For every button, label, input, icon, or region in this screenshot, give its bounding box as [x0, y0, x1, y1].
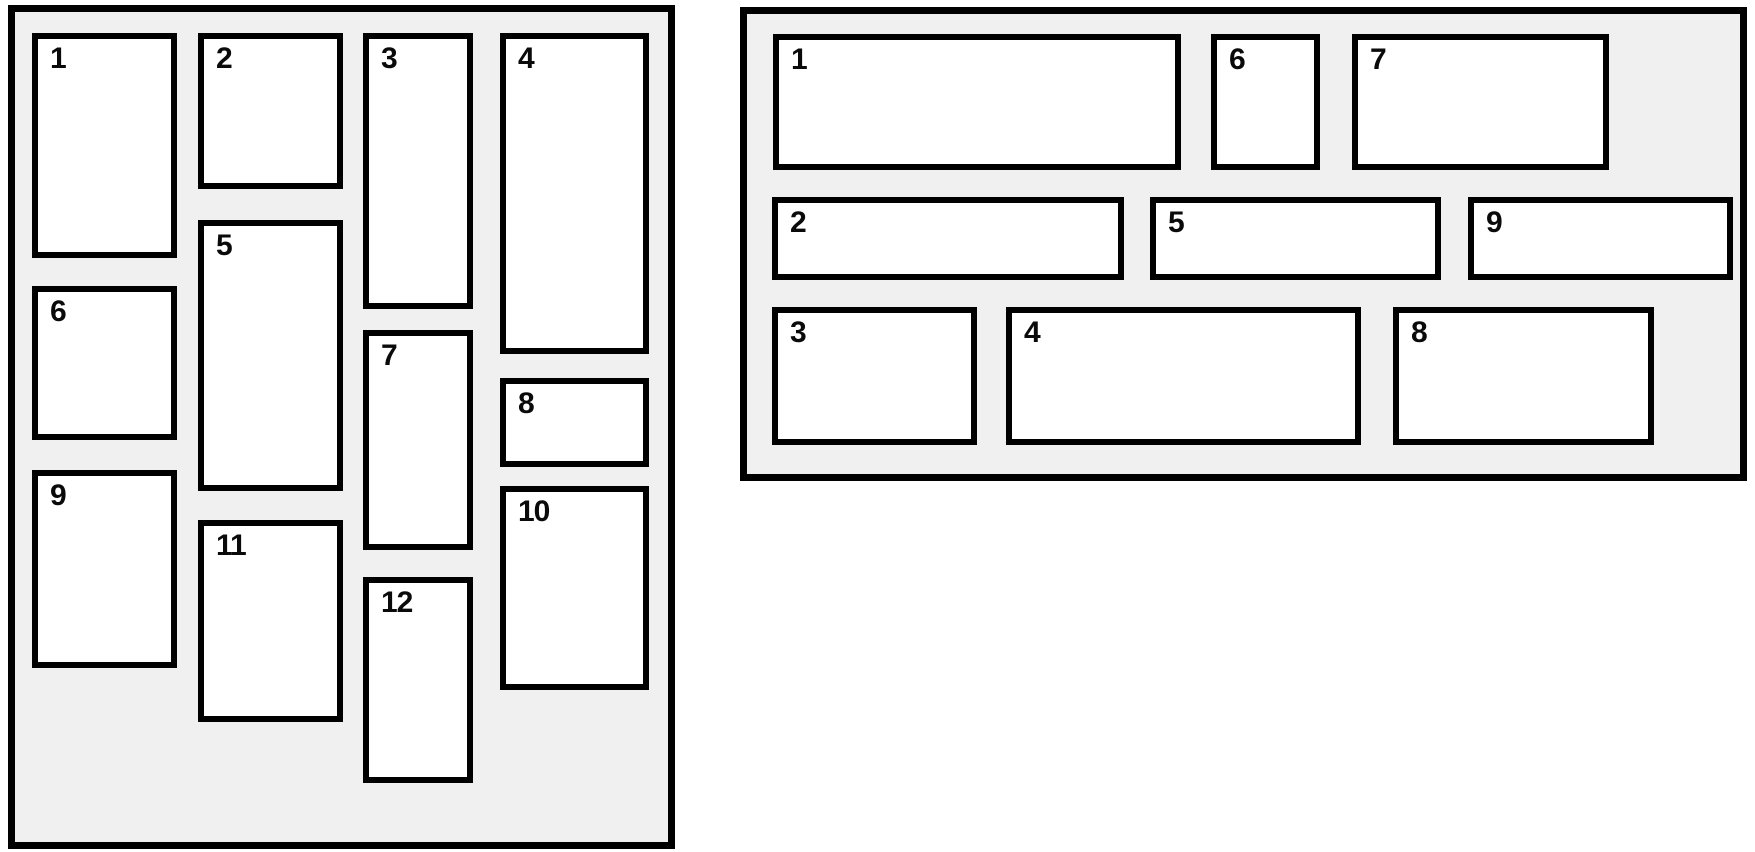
box-number-label: 9 [50, 479, 67, 512]
box-number-label: 11 [216, 529, 247, 562]
left-panel-box-7: 7 [363, 330, 473, 550]
left-panel-box-2: 2 [198, 33, 343, 189]
box-number-label: 4 [1024, 316, 1041, 349]
right-panel-box-2: 2 [772, 197, 1124, 280]
right-panel-box-5: 5 [1150, 197, 1441, 280]
right-panel-box-8: 8 [1393, 307, 1654, 445]
right-panel-box-3: 3 [772, 307, 977, 445]
left-panel-box-3: 3 [363, 33, 473, 309]
right-panel-box-4: 4 [1006, 307, 1361, 445]
box-number-label: 2 [790, 206, 807, 239]
box-number-label: 6 [1229, 43, 1246, 76]
box-number-label: 5 [216, 229, 233, 262]
left-panel-box-4: 4 [500, 33, 649, 354]
right-panel-box-7: 7 [1352, 34, 1609, 170]
box-number-label: 7 [1370, 43, 1387, 76]
box-number-label: 10 [518, 495, 550, 528]
box-number-label: 3 [381, 42, 398, 75]
right-panel-box-6: 6 [1211, 34, 1320, 170]
box-number-label: 2 [216, 42, 233, 75]
left-panel-box-6: 6 [32, 286, 177, 440]
box-number-label: 1 [791, 43, 808, 76]
box-number-label: 8 [1411, 316, 1428, 349]
left-panel-box-1: 1 [32, 33, 177, 258]
box-number-label: 3 [790, 316, 807, 349]
box-number-label: 9 [1486, 206, 1503, 239]
right-panel-box-9: 9 [1468, 197, 1733, 280]
left-panel-box-12: 12 [363, 577, 473, 783]
left-panel-box-10: 10 [500, 486, 649, 690]
box-number-label: 4 [518, 42, 535, 75]
box-number-label: 7 [381, 339, 398, 372]
left-panel-box-8: 8 [500, 378, 649, 467]
left-panel-box-9: 9 [32, 470, 177, 668]
left-panel-box-5: 5 [198, 220, 343, 491]
box-number-label: 6 [50, 295, 67, 328]
box-number-label: 5 [1168, 206, 1185, 239]
box-number-label: 8 [518, 387, 535, 420]
left-panel-box-11: 11 [198, 520, 343, 722]
right-panel-box-1: 1 [773, 34, 1181, 170]
box-number-label: 12 [381, 586, 413, 619]
box-number-label: 1 [50, 42, 67, 75]
